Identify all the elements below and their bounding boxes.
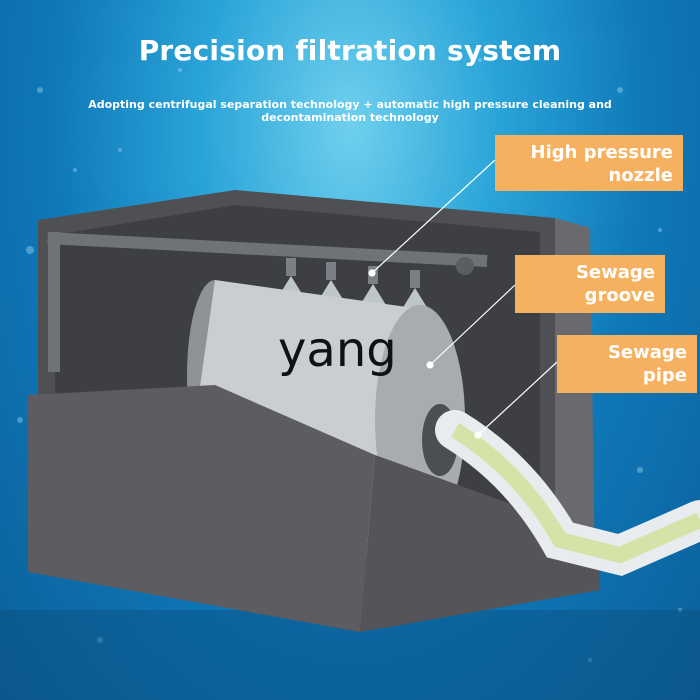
callout-nozzle-line2: nozzle <box>608 165 673 186</box>
callout-high-pressure-nozzle: High pressure nozzle <box>495 135 683 191</box>
callout-sewage-pipe: Sewage pipe <box>557 335 697 393</box>
callout-pipe-line1: Sewage <box>607 342 687 363</box>
callout-groove-line2: groove <box>584 285 655 306</box>
callout-sewage-groove: Sewage groove <box>515 255 665 313</box>
callout-pipe-line2: pipe <box>642 365 687 386</box>
spray-pipe <box>47 232 488 268</box>
watermark-text: yang <box>278 322 397 378</box>
page-title: Precision filtration system <box>138 34 562 67</box>
tank-front-wall <box>28 385 375 632</box>
callout-nozzle-line1: High pressure <box>530 142 674 163</box>
callout-groove-line1: Sewage <box>575 262 655 283</box>
page-subtitle: Adopting centrifugal separation technolo… <box>88 98 612 124</box>
